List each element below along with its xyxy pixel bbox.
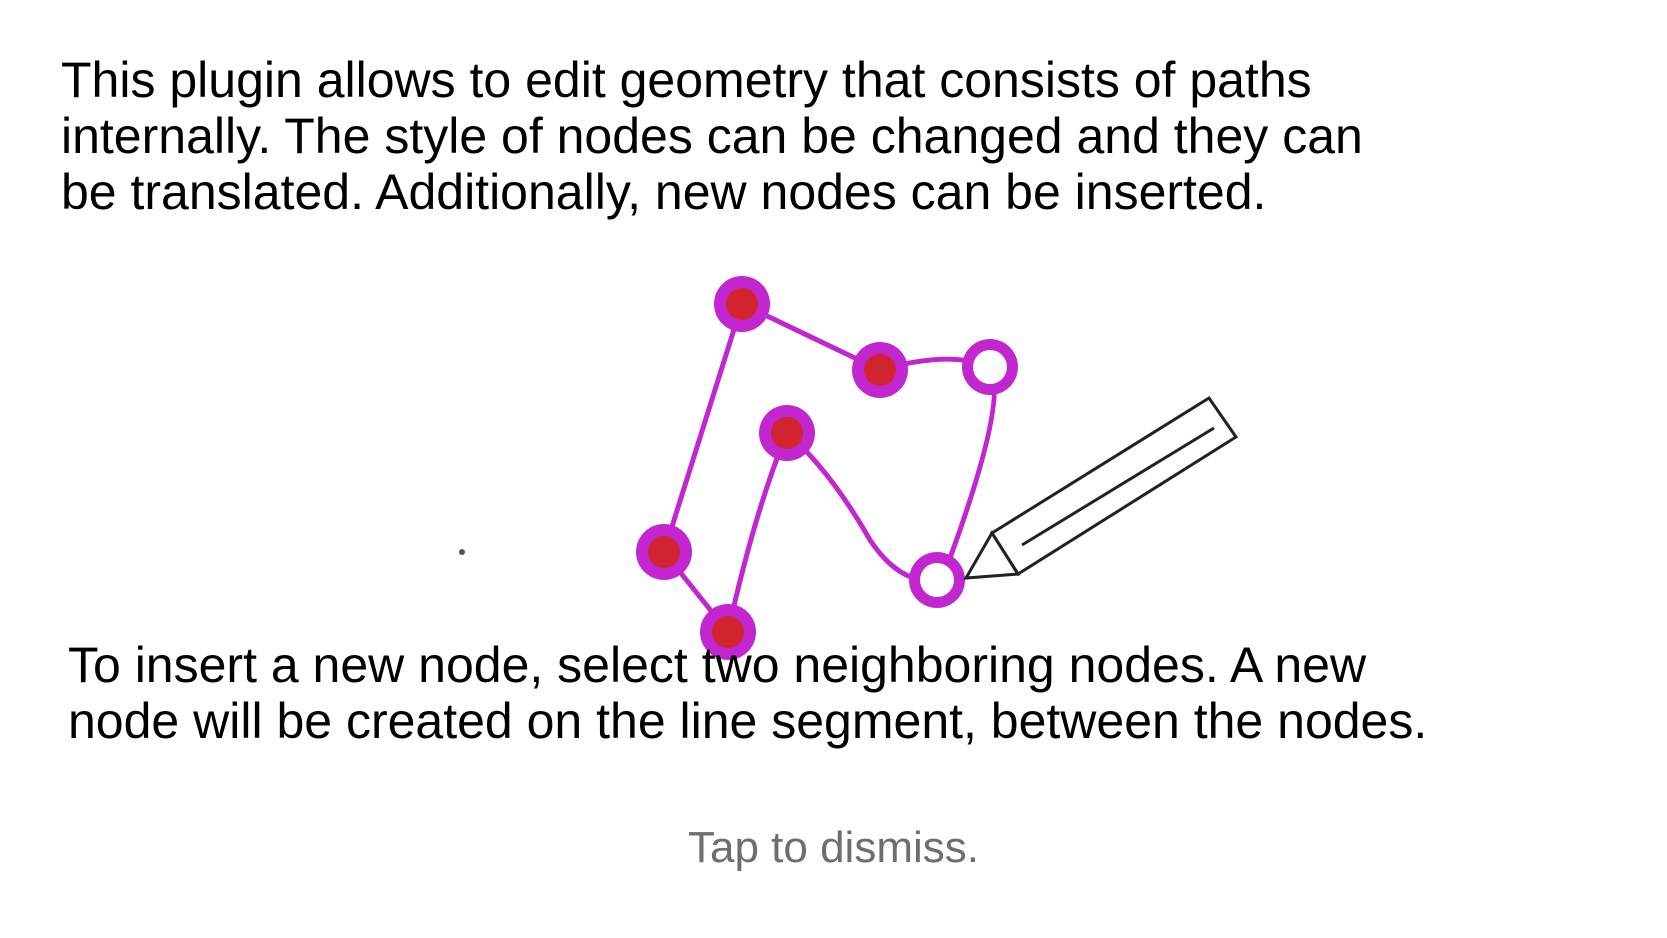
intro-line-2: internally. The style of nodes can be ch… <box>61 108 1363 164</box>
intro-text: This plugin allows to edit geometry that… <box>61 52 1621 220</box>
path-node-selected <box>759 405 815 461</box>
path-node-hollow <box>909 552 965 608</box>
instruction-text: To insert a new node, select two neighbo… <box>68 637 1648 749</box>
pencil-icon <box>963 395 1239 580</box>
intro-line-1: This plugin allows to edit geometry that… <box>61 52 1312 108</box>
path-segment <box>784 430 940 583</box>
instruction-line-2: node will be created on the line segment… <box>68 693 1428 749</box>
intro-line-3: be translated. Additionally, new nodes c… <box>61 164 1267 220</box>
hollow-nodes <box>909 339 1018 608</box>
dismiss-hint[interactable]: Tap to dismiss. <box>688 823 979 872</box>
path-node-hollow <box>962 339 1018 395</box>
path-node-selected <box>700 604 756 660</box>
path-segment <box>937 364 997 588</box>
path-segment <box>725 430 790 635</box>
path-segment <box>661 301 745 555</box>
path-node-selected <box>636 524 692 580</box>
instruction-line-1: To insert a new node, select two neighbo… <box>68 637 1367 693</box>
selected-nodes <box>636 276 908 660</box>
path-node-selected <box>714 276 770 332</box>
decorative-dot <box>459 549 465 555</box>
path-node-selected <box>852 342 908 398</box>
